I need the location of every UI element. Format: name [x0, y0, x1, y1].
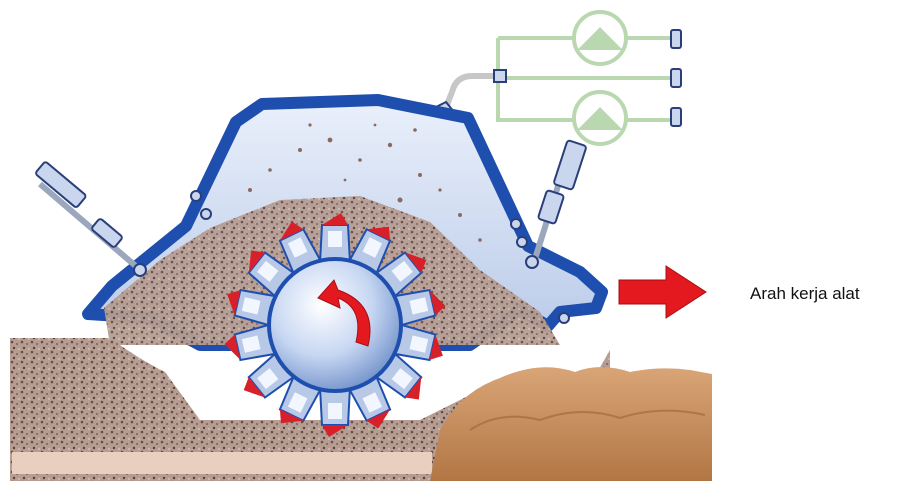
work-direction-label: Arah kerja alat: [750, 284, 860, 304]
arrow-right-icon: [619, 266, 706, 318]
hydraulic-connectors: [671, 30, 681, 126]
intact-pavement: [430, 367, 712, 481]
road-base: [12, 452, 432, 474]
right-hydraulic-cylinder: [526, 140, 587, 268]
cutting-drum: [269, 259, 401, 391]
left-hydraulic-cylinder: [35, 161, 146, 276]
hydraulic-circuit: [498, 12, 672, 144]
